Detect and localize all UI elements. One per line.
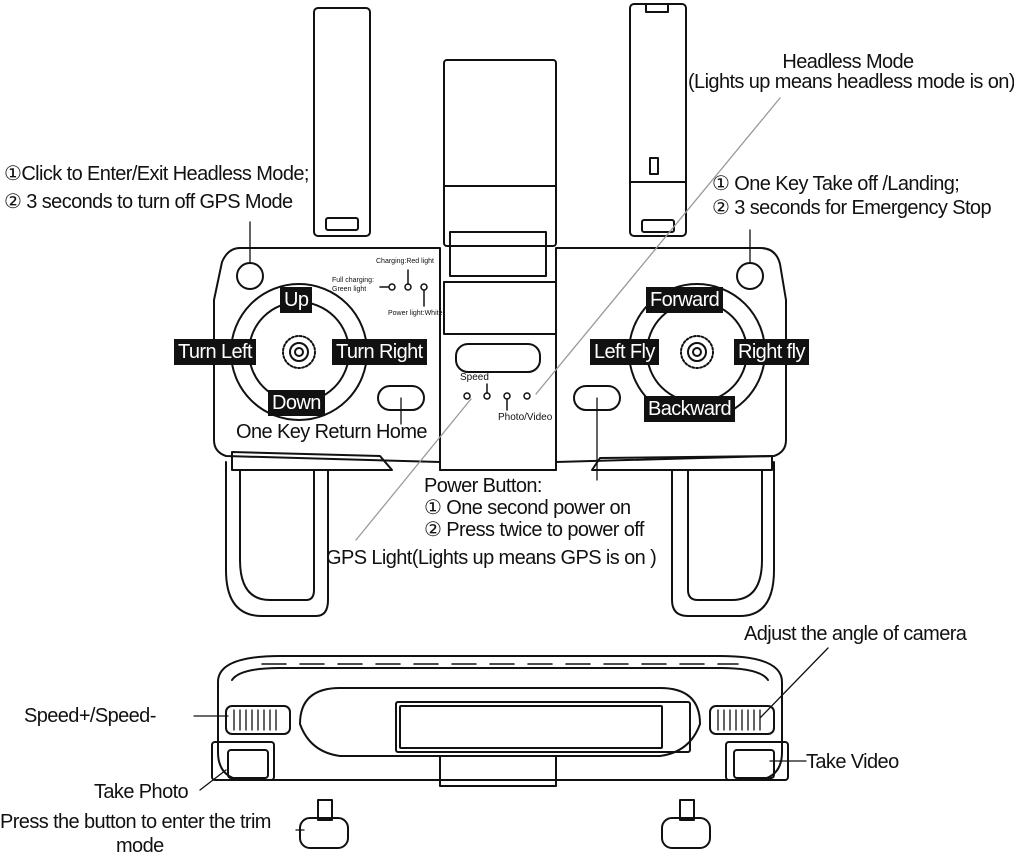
photo-video-led-label: Photo/Video xyxy=(498,412,553,423)
full-charging-label-1: Full charging: xyxy=(332,277,375,284)
power-button-title: Power Button: xyxy=(424,475,542,497)
left-stick-left-label: Turn Left xyxy=(174,339,256,365)
phone-holder xyxy=(443,59,557,335)
headless-button-note-1: ①Click to Enter/Exit Headless Mode; xyxy=(4,163,309,185)
speed-wheel-label: Speed+/Speed- xyxy=(24,705,156,727)
left-stick-right-label: Turn Right xyxy=(332,339,427,365)
headless-mode-title: Headless Mode xyxy=(782,51,914,73)
leader-lines-top xyxy=(249,97,781,541)
power-light-label: Power light:White xyxy=(388,310,443,317)
controller-front-view xyxy=(211,655,789,849)
right-stick-up-label: Forward xyxy=(646,287,724,313)
controller-left-wing xyxy=(213,247,441,617)
controller-center-body xyxy=(439,333,557,471)
left-stick-down-label: Down xyxy=(268,390,325,416)
gps-light-label: GPS Light(Lights up means GPS is on ) xyxy=(326,547,657,569)
take-photo-label: Take Photo xyxy=(94,781,189,803)
camera-angle-label: Adjust the angle of camera xyxy=(744,623,967,645)
left-antenna xyxy=(313,7,371,237)
speed-led-label: Speed xyxy=(460,372,489,383)
status-leds xyxy=(379,269,531,411)
takeoff-note-1: ① One Key Take off /Landing; xyxy=(712,173,960,195)
right-antenna xyxy=(629,3,687,237)
left-stick-up-label: Up xyxy=(280,287,313,313)
takeoff-landing-button[interactable] xyxy=(736,262,764,290)
right-stick-right-label: Right fly xyxy=(734,339,809,365)
take-video-label: Take Video xyxy=(806,751,899,773)
headless-button-note-2: ② 3 seconds to turn off GPS Mode xyxy=(4,191,293,213)
return-home-label: One Key Return Home xyxy=(236,421,428,443)
power-button-note-2: ② Press twice to power off xyxy=(424,519,644,541)
power-button-note-1: ① One second power on xyxy=(424,497,631,519)
right-stick-down-label: Backward xyxy=(644,396,736,422)
leader-lines-front xyxy=(193,647,829,831)
headless-button[interactable] xyxy=(236,262,264,290)
trim-mode-label-2: mode xyxy=(116,835,164,857)
takeoff-note-2: ② 3 seconds for Emergency Stop xyxy=(712,197,992,219)
full-charging-label-2: Green light xyxy=(332,286,367,293)
charging-led-label: Charging:Red light xyxy=(376,258,434,265)
right-stick-left-label: Left Fly xyxy=(590,339,659,365)
trim-mode-label-1: Press the button to enter the trim xyxy=(0,811,271,833)
headless-mode-desc: (Lights up means headless mode is on) xyxy=(688,71,1014,93)
controller-right-wing xyxy=(555,247,787,617)
